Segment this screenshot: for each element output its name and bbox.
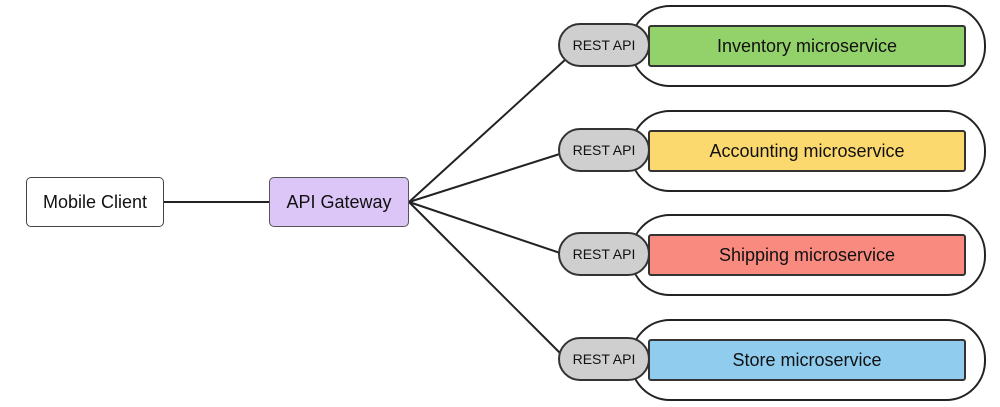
gateway-to-store-line — [408, 201, 567, 360]
mobile-client-node: Mobile Client — [26, 177, 164, 227]
shipping-service-group: REST API Shipping microservice — [558, 214, 990, 300]
inventory-microservice: Inventory microservice — [648, 25, 966, 67]
rest-api-endpoint: REST API — [558, 232, 650, 276]
inventory-service-group: REST API Inventory microservice — [558, 5, 990, 91]
gateway-to-shipping-line — [408, 201, 567, 256]
rest-api-endpoint: REST API — [558, 23, 650, 67]
gateway-to-accounting-line — [408, 151, 567, 203]
store-service-group: REST API Store microservice — [558, 319, 990, 405]
gateway-to-inventory-line — [408, 58, 567, 203]
rest-api-endpoint: REST API — [558, 128, 650, 172]
accounting-service-group: REST API Accounting microservice — [558, 110, 990, 196]
rest-api-endpoint: REST API — [558, 337, 650, 381]
shipping-microservice: Shipping microservice — [648, 234, 966, 276]
store-microservice: Store microservice — [648, 339, 966, 381]
api-gateway-node: API Gateway — [269, 177, 409, 227]
accounting-microservice: Accounting microservice — [648, 130, 966, 172]
